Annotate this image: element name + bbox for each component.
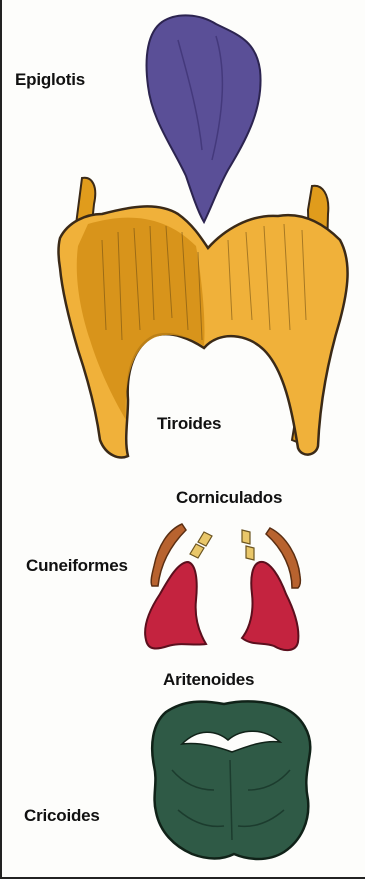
- cuneiform-left: [190, 532, 212, 558]
- label-epiglotis: Epiglotis: [15, 70, 85, 90]
- epiglottis-cartilage: [147, 15, 261, 222]
- label-corniculados: Corniculados: [176, 488, 282, 508]
- cuneiform-right: [242, 530, 254, 560]
- label-tiroides: Tiroides: [157, 414, 221, 434]
- label-aritenoides: Aritenoides: [163, 670, 254, 690]
- label-cuneiformes: Cuneiformes: [26, 556, 128, 576]
- label-cricoides: Cricoides: [24, 806, 100, 826]
